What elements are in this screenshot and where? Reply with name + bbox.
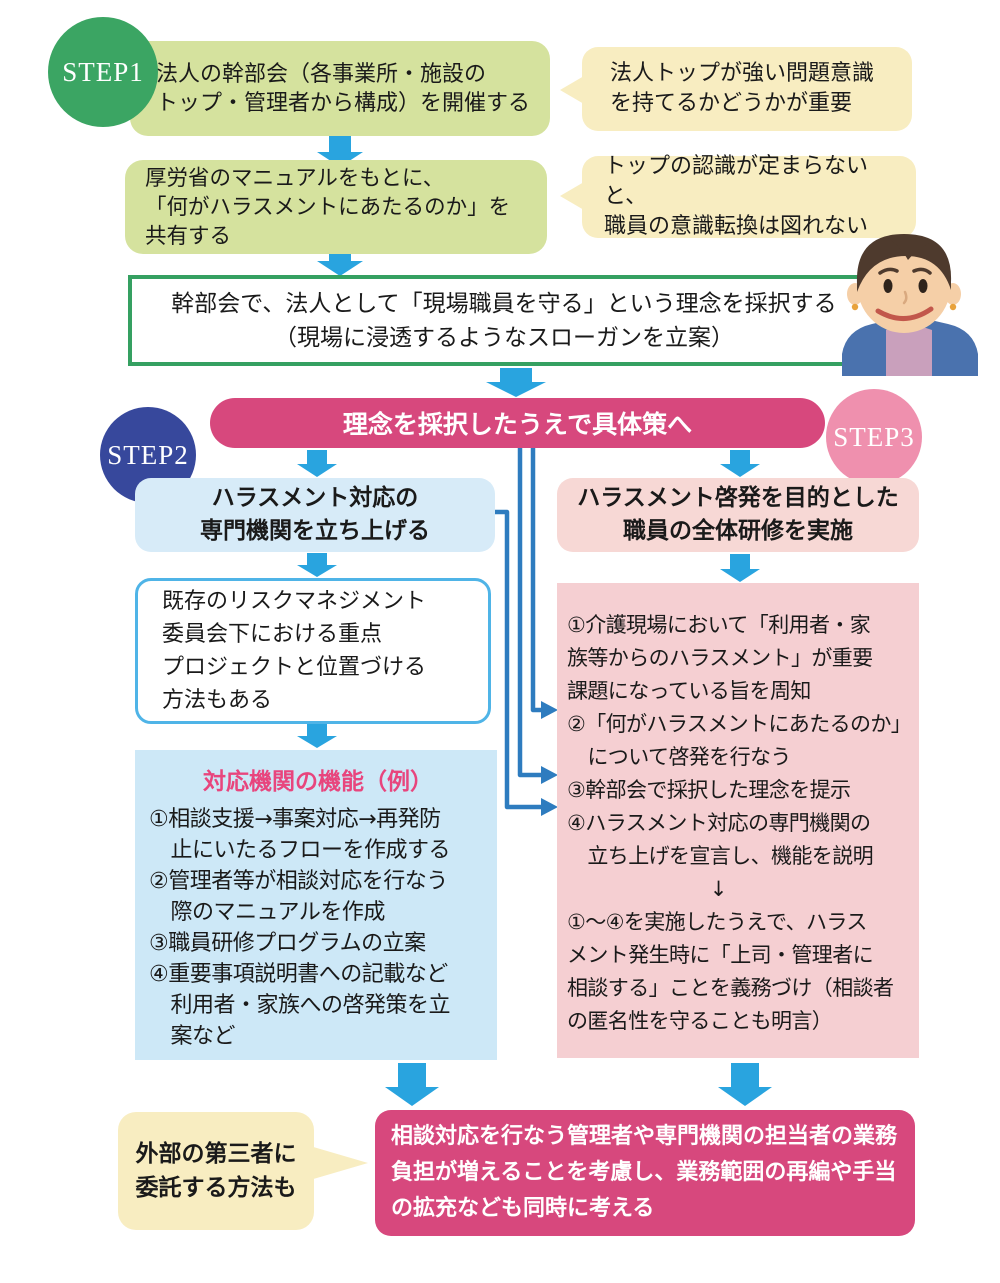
connector-banner-to-item3 <box>517 448 543 778</box>
person-hair-swoosh <box>888 234 932 260</box>
connector-arrowheads <box>541 701 558 816</box>
connector-orgbox-to-item4 <box>493 509 543 810</box>
arrow-down-icon <box>385 1063 439 1106</box>
step1-kanbukai-box: 法人の幹部会（各事業所・施設の トップ・管理者から構成）を開催する <box>130 41 550 136</box>
arrow-right-icon <box>541 701 558 719</box>
arrow-down-icon <box>297 553 337 577</box>
step2-risk-note-box: 既存のリスクマネジメント 委員会下における重点 プロジェクトと位置づける 方法も… <box>135 578 491 724</box>
bottom-outsourcing-bubble: 外部の第三者に 委託する方法も <box>118 1112 314 1230</box>
person-shirt <box>886 325 932 376</box>
step2-functions-title: 対応機関の機能（例） <box>203 769 433 795</box>
arrow-down-icon <box>297 724 337 748</box>
bottom-workload-box: 相談対応を行なう管理者や専門機関の担当者の業務 負担が増えることを考慮し、業務範… <box>375 1110 915 1236</box>
arrow-right-icon <box>541 766 558 784</box>
person-earring <box>949 303 957 311</box>
person-eyebrow <box>878 267 899 275</box>
flow-arrows <box>297 134 772 1106</box>
arrow-down-icon <box>317 244 363 276</box>
step1-awareness-comment-bubble: トップの認識が定まらないと、 職員の意識転換は図れない <box>582 154 916 239</box>
person-eye <box>883 279 893 293</box>
step2-org-header-box: ハラスメント対応の 専門機関を立ち上げる <box>135 478 495 552</box>
person-eyebrow <box>912 267 932 275</box>
person-earring <box>851 303 859 311</box>
step1-top-comment-bubble: 法人トップが強い問題意識 を持てるかどうかが重要 <box>582 47 912 131</box>
person-smile <box>875 306 934 321</box>
bubble-tail <box>560 76 584 104</box>
arrow-down-icon <box>486 368 546 397</box>
person-eye <box>918 279 928 293</box>
person-hair <box>856 234 952 292</box>
connector-banner-to-item2 <box>530 448 543 713</box>
step1-manual-box: 厚労省のマニュアルをもとに、 「何がハラスメントにあたるのか」を 共有する <box>125 160 547 254</box>
arrow-right-icon <box>541 798 558 816</box>
step1-principle-box: 幹部会で、法人として「現場職員を守る」という理念を採択する （現場に浸透するよう… <box>128 275 880 366</box>
step1-badge: STEP1 <box>48 17 158 127</box>
bubble-tail <box>310 1146 368 1180</box>
step3-training-detail-box: ①介護現場において「利用者・家 族等からのハラスメント」が重要 課題になっている… <box>557 583 919 1058</box>
step2-functions-box: 対応機関の機能（例） ①相談支援→事案対応→再発防 止にいたるフローを作成する … <box>135 750 497 1060</box>
person-illustration <box>842 234 978 376</box>
arrow-down-icon <box>720 450 760 477</box>
banner-concrete-measures: 理念を採択したうえで具体策へ <box>210 398 825 448</box>
step3-training-header-box: ハラスメント啓発を目的とした 職員の全体研修を実施 <box>557 478 919 552</box>
person-nose <box>902 290 908 305</box>
step2-functions-list: ①相談支援→事案対応→再発防 止にいたるフローを作成する ②管理者等が相談対応を… <box>149 807 451 1049</box>
arrow-down-icon <box>718 1063 772 1106</box>
arrow-down-icon <box>297 450 337 477</box>
step3-badge: STEP3 <box>826 389 922 485</box>
bubble-tail <box>560 182 584 210</box>
arrow-down-icon <box>720 554 760 582</box>
connector-lines <box>493 448 543 810</box>
arrow-down-icon <box>317 134 363 167</box>
